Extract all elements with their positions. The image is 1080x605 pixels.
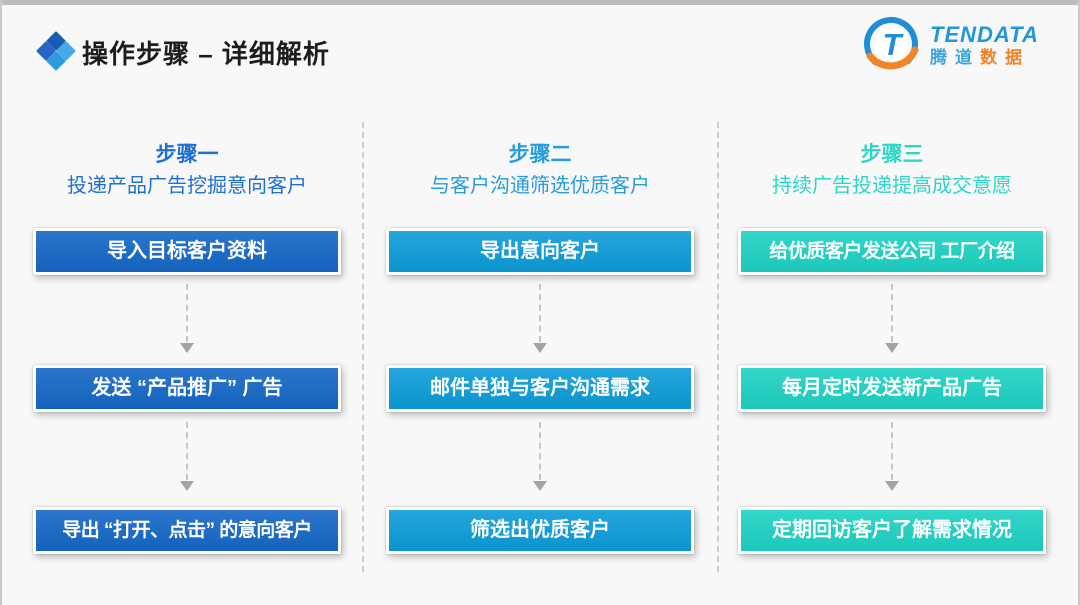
step-subtitle: 与客户沟通筛选优质客户: [430, 175, 650, 197]
step-subtitle: 持续广告投递提高成交意愿: [772, 175, 1012, 197]
step-label: 步骤一: [155, 143, 219, 166]
step-label: 步骤二: [508, 143, 572, 166]
flow-box: 给优质客户发送公司 工厂介绍: [738, 228, 1046, 275]
svg-text:T: T: [883, 27, 905, 62]
down-arrow-icon: [738, 422, 1046, 491]
brand-name-cn: 腾道数据: [930, 47, 1039, 69]
brand-cn-blue: 腾道: [930, 48, 980, 67]
column-divider: [717, 122, 719, 572]
step-column-1: 步骤一 投递产品广告挖掘意向客户 导入目标客户资料 发送 “产品推广” 广告 导…: [33, 122, 341, 587]
step-column-2: 步骤二 与客户沟通筛选优质客户 导出意向客户 邮件单独与客户沟通需求 筛选出优质…: [386, 122, 694, 587]
logo-text: TENDATA 腾道数据: [930, 23, 1039, 69]
logo-mark-icon: T: [864, 17, 919, 71]
flow-box: 导出 “打开、点击” 的意向客户: [33, 507, 341, 554]
down-arrow-icon: [33, 284, 341, 353]
page-title: 操作步骤 – 详细解析: [82, 39, 330, 69]
flow-box: 发送 “产品推广” 广告: [33, 365, 341, 412]
flow-box: 筛选出优质客户: [386, 507, 694, 554]
flow-box: 定期回访客户了解需求情况: [738, 507, 1046, 554]
brand-name: TENDATA: [930, 22, 1039, 47]
down-arrow-icon: [386, 422, 694, 491]
down-arrow-icon: [738, 284, 1046, 353]
flow-box: 每月定时发送新产品广告: [738, 365, 1046, 412]
flow-box: 邮件单独与客户沟通需求: [386, 365, 694, 412]
flow-box: 导入目标客户资料: [33, 228, 341, 275]
down-arrow-icon: [386, 284, 694, 353]
step-label: 步骤三: [860, 143, 924, 166]
brand-cn-orange: 数据: [980, 48, 1030, 67]
step-column-3: 步骤三 持续广告投递提高成交意愿 给优质客户发送公司 工厂介绍 每月定时发送新产…: [738, 122, 1046, 587]
tendata-logo: T TENDATA 腾道数据: [860, 14, 1039, 78]
window-edge-top: [0, 0, 1080, 5]
flow-box: 导出意向客户: [386, 228, 694, 275]
column-divider: [362, 122, 364, 572]
window-edge-right: [1078, 0, 1080, 605]
down-arrow-icon: [33, 422, 341, 491]
step-subtitle: 投递产品广告挖掘意向客户: [67, 175, 307, 197]
title-diamond-icon: [36, 31, 76, 71]
window-edge-left: [0, 0, 2, 605]
